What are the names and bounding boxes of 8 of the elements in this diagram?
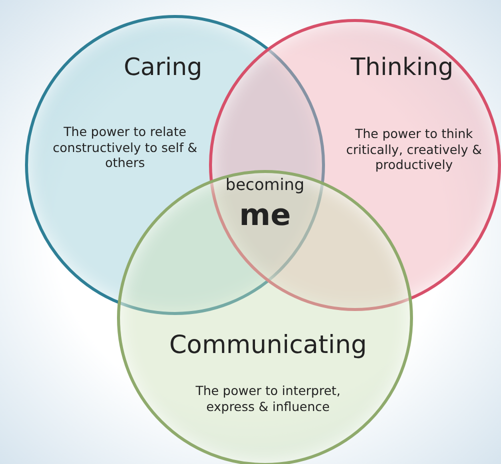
center-label: me: [238, 197, 292, 234]
circle-title: Communicating: [168, 329, 368, 360]
center-label: becoming: [224, 175, 306, 195]
circle-title: Thinking: [350, 52, 454, 82]
circle-description: The power to interpret, express & influence: [194, 383, 342, 414]
circle-title: Caring: [122, 52, 204, 82]
circle-description: The power to relate constructively to self & others: [52, 124, 198, 171]
circle-description: The power to think critically, creatively & productively: [345, 126, 483, 173]
